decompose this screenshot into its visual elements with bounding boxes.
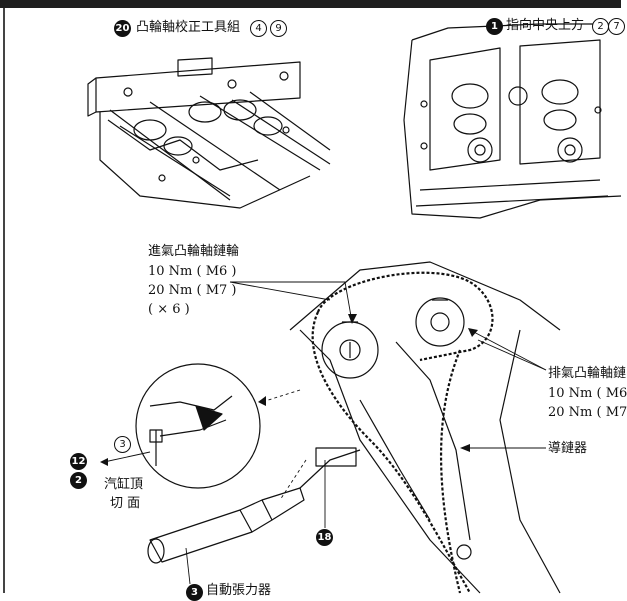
cylinder-head-marks-drawing bbox=[403, 23, 622, 219]
exhaust-sprocket-title: 排氣凸輪軸鏈 bbox=[548, 366, 627, 381]
camshaft-tool-label: 凸輪軸校正工具組 bbox=[136, 20, 241, 35]
intake-torque-m7: 20 Nm ( M7 ) bbox=[148, 283, 237, 298]
ref-badge-4: 4 bbox=[250, 20, 267, 37]
arrowheads bbox=[100, 314, 478, 466]
callout-1-badge: 1 bbox=[486, 18, 503, 35]
page-left-border bbox=[3, 8, 5, 593]
callout-3-badge: 3 bbox=[186, 584, 203, 601]
callout-20-badge: 20 bbox=[114, 20, 131, 37]
exhaust-torque-m6: 10 Nm ( M6 bbox=[548, 386, 627, 401]
intake-bolt-qty: ( × 6 ) bbox=[148, 302, 190, 317]
leader-lines bbox=[103, 281, 547, 585]
callout-2-badge: 2 bbox=[70, 472, 87, 489]
magnified-detail-drawing bbox=[135, 363, 261, 489]
intake-torque-m6: 10 Nm ( M6 ) bbox=[148, 264, 237, 279]
auto-tensioner-drawing bbox=[147, 447, 361, 564]
timing-mark-label: 指向中央上方 bbox=[506, 18, 585, 33]
timing-chain-drawing bbox=[289, 261, 561, 594]
auto-tensioner-label: 自動張力器 bbox=[206, 583, 272, 598]
ref-badge-2: 2 bbox=[592, 18, 609, 35]
ref-badge-3: 3 bbox=[114, 436, 131, 453]
callout-12-badge: 12 bbox=[70, 453, 87, 470]
exhaust-torque-m7: 20 Nm ( M7 bbox=[548, 405, 627, 420]
ref-badge-9: 9 bbox=[270, 20, 287, 37]
cylinder-head-label-line2: 切 面 bbox=[110, 496, 141, 511]
cylinder-head-label-line1: 汽缸頂 bbox=[104, 477, 144, 492]
engine-timing-illustration bbox=[87, 23, 622, 594]
window-top-bar bbox=[0, 0, 621, 8]
intake-sprocket-title: 進氣凸輪軸鏈輪 bbox=[148, 244, 240, 259]
callout-18-badge: 18 bbox=[316, 529, 333, 546]
ref-badge-7: 7 bbox=[608, 18, 625, 35]
camshaft-alignment-tool-drawing bbox=[87, 57, 331, 209]
chain-guide-label: 導鏈器 bbox=[548, 441, 588, 456]
